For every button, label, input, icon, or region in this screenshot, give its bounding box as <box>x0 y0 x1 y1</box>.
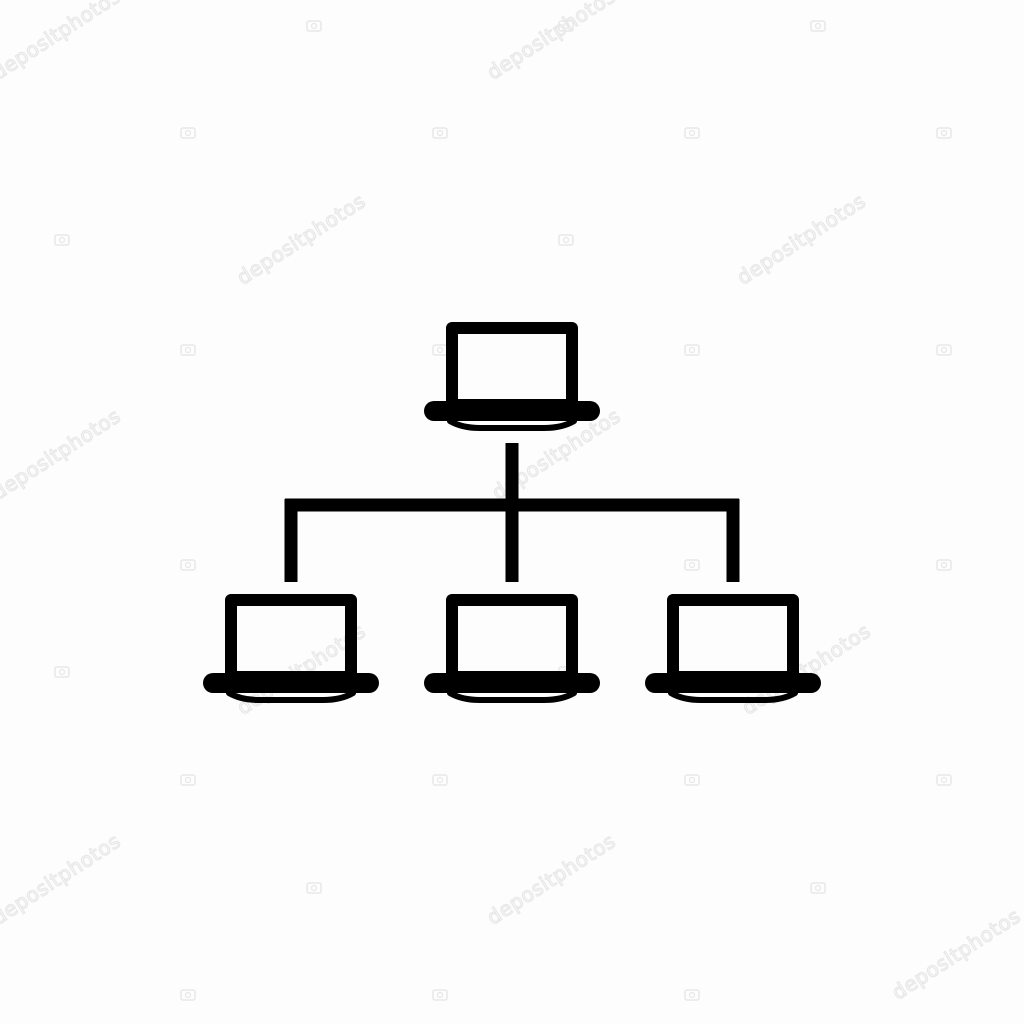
camera-icon <box>684 127 700 139</box>
connector-lines <box>284 443 740 582</box>
camera-icon <box>306 882 322 894</box>
watermark-text: depositphotos <box>737 619 874 720</box>
camera-icon <box>54 666 70 678</box>
camera-icon <box>810 20 826 32</box>
camera-icon <box>558 20 574 32</box>
camera-icon <box>558 234 574 246</box>
laptop-node-left <box>203 594 379 703</box>
watermark-text: depositphotos <box>0 829 125 930</box>
camera-icon <box>306 20 322 32</box>
camera-icon <box>684 344 700 356</box>
watermark-text: depositphotos <box>232 189 369 290</box>
camera-icon <box>936 344 952 356</box>
watermark-text: depositphotos <box>0 0 125 85</box>
camera-icon <box>432 989 448 1001</box>
camera-icon <box>180 559 196 571</box>
watermark-text: depositphotos <box>482 0 619 85</box>
camera-icon <box>432 344 448 356</box>
watermark-text: depositphotos <box>732 189 869 290</box>
watermark-text: depositphotos <box>0 404 125 505</box>
camera-icon <box>180 127 196 139</box>
watermark-text: depositphotos <box>887 904 1024 1005</box>
camera-icon <box>684 774 700 786</box>
camera-icon <box>684 989 700 1001</box>
camera-icon <box>810 882 826 894</box>
camera-icon <box>180 989 196 1001</box>
camera-icon <box>54 234 70 246</box>
camera-icon <box>180 344 196 356</box>
camera-icon <box>936 559 952 571</box>
laptop-icon <box>424 594 600 703</box>
camera-icon <box>432 127 448 139</box>
laptop-node-right <box>645 594 821 703</box>
laptop-node-center <box>424 594 600 703</box>
camera-icon <box>936 127 952 139</box>
camera-icon <box>684 559 700 571</box>
laptop-icon <box>203 594 379 703</box>
camera-icon <box>936 774 952 786</box>
camera-icon <box>180 774 196 786</box>
laptop-icon <box>645 594 821 703</box>
camera-icon <box>432 774 448 786</box>
watermark-text: depositphotos <box>482 829 619 930</box>
laptop-node-root <box>424 322 600 431</box>
laptop-icon <box>424 322 600 431</box>
